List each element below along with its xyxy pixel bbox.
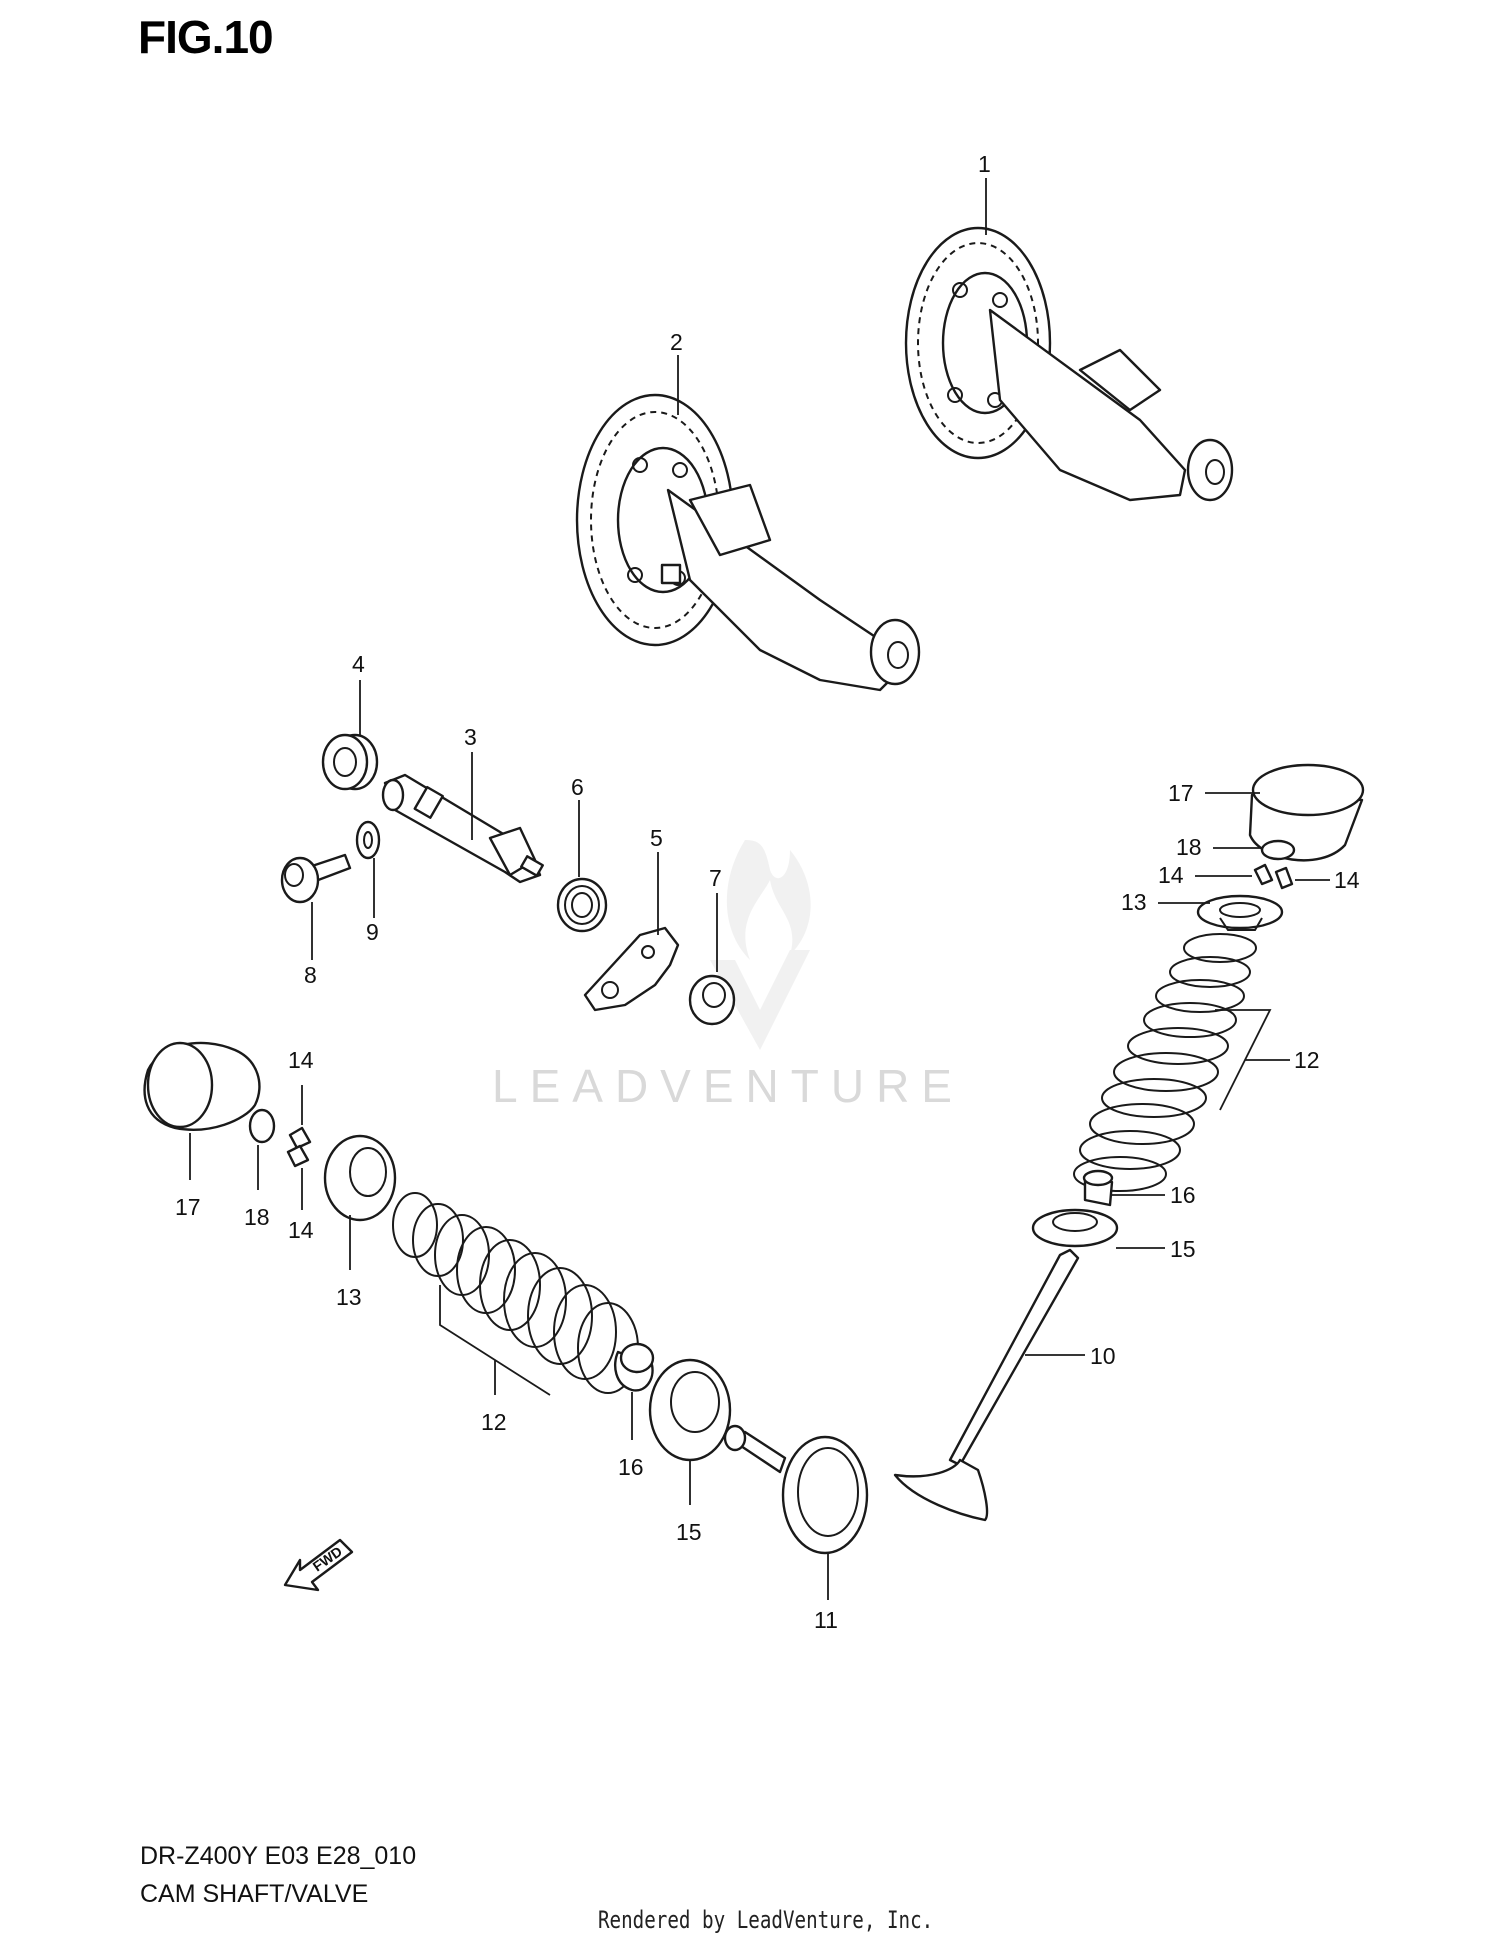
watermark: LEADVENTURE — [492, 840, 964, 1112]
callout-4: 4 — [352, 651, 365, 677]
part-1-camshaft[interactable] — [904, 226, 1234, 502]
part-13-retainer-right[interactable] — [1196, 894, 1284, 931]
part-3-shaft[interactable] — [381, 773, 544, 884]
leader-12a — [439, 1285, 551, 1396]
part-5-plate[interactable] — [583, 926, 680, 1012]
callout-3: 3 — [464, 724, 477, 750]
part-2-camshaft[interactable] — [575, 393, 921, 692]
part-4-bearing[interactable] — [321, 733, 379, 791]
part-7-nut[interactable] — [688, 974, 736, 1026]
part-16-seal-right[interactable] — [1082, 1169, 1114, 1207]
callout-13b: 13 — [1121, 889, 1147, 915]
leader-12b — [1215, 1009, 1290, 1111]
callout-1: 1 — [978, 151, 991, 177]
callout-8: 8 — [304, 962, 317, 988]
callout-16a: 16 — [618, 1454, 644, 1480]
callout-14d: 14 — [1334, 867, 1360, 893]
rendered-by-credit: Rendered by LeadVenture, Inc. — [598, 1906, 934, 1934]
part-10-valve[interactable] — [893, 1248, 1080, 1522]
watermark-text: LEADVENTURE — [492, 1060, 964, 1112]
callout-7: 7 — [709, 865, 722, 891]
part-15-seat-right[interactable] — [1031, 1208, 1119, 1248]
diagram-caption: CAM SHAFT/VALVE — [140, 1880, 369, 1908]
callout-15a: 15 — [676, 1519, 702, 1545]
callout-11: 11 — [814, 1607, 838, 1633]
callout-17b: 17 — [1168, 780, 1194, 806]
callout-12a: 12 — [481, 1409, 507, 1435]
part-18-shim-right[interactable] — [1260, 839, 1296, 861]
part-17-tappet-left[interactable] — [143, 1041, 261, 1131]
part-9-washer[interactable] — [355, 820, 381, 860]
callout-5: 5 — [650, 825, 663, 851]
model-code: DR-Z400Y E03 E28_010 — [140, 1842, 417, 1870]
callout-10: 10 — [1090, 1343, 1116, 1369]
part-15-seat-left[interactable] — [648, 1358, 732, 1462]
part-11-valve[interactable] — [723, 1424, 869, 1555]
callout-16b: 16 — [1170, 1182, 1196, 1208]
part-16-seal-left[interactable] — [614, 1342, 655, 1392]
callout-14a: 14 — [288, 1047, 314, 1073]
watermark-logo-icon — [710, 840, 811, 1050]
callout-14c: 14 — [1158, 862, 1184, 888]
fwd-arrow-icon: FWD — [283, 1538, 354, 1592]
part-12-spring-left[interactable] — [392, 1192, 639, 1394]
callout-18a: 18 — [244, 1204, 270, 1230]
callout-13a: 13 — [336, 1284, 362, 1310]
part-14-cotter-right[interactable] — [1253, 863, 1294, 890]
part-14-cotter-left[interactable] — [286, 1126, 312, 1168]
callout-17a: 17 — [175, 1194, 201, 1220]
part-12-spring-right[interactable] — [1073, 933, 1257, 1192]
callout-18b: 18 — [1176, 834, 1202, 860]
part-13-retainer-left[interactable] — [323, 1134, 397, 1222]
figure-title: FIG.10 — [138, 11, 274, 63]
callout-12b: 12 — [1294, 1047, 1320, 1073]
callout-14b: 14 — [288, 1217, 314, 1243]
callout-2: 2 — [670, 329, 683, 355]
part-18-shim-left[interactable] — [248, 1108, 276, 1144]
part-8-bolt[interactable] — [280, 853, 352, 904]
part-6-spring[interactable] — [556, 877, 608, 933]
callout-15b: 15 — [1170, 1236, 1196, 1262]
callout-6: 6 — [571, 774, 584, 800]
callout-9: 9 — [366, 919, 379, 945]
